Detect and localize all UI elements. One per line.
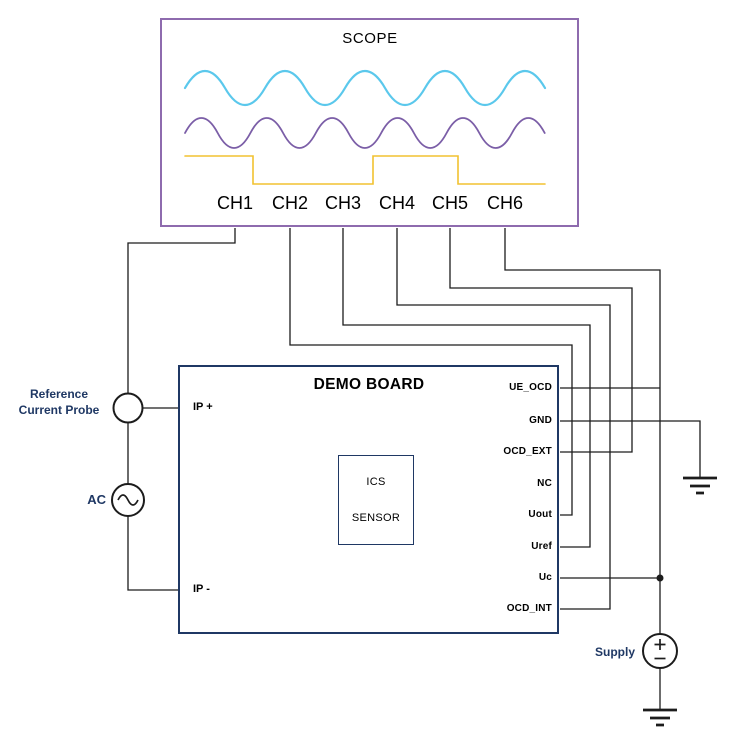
demo-board-title: DEMO BOARD [313,376,425,393]
channel-label-ch4: CH4 [378,193,415,213]
pin-label-ocd-ext: OCD_EXT [503,446,552,457]
reference-current-probe-label: Reference Current Probe [5,386,113,418]
channel-label-ch2: CH2 [271,193,308,213]
supply-label: Supply [594,645,635,659]
ics-sensor-box: ICS SENSOR [338,455,414,545]
wire-ch4-to-ocd-int [396,228,611,610]
ground-icon-supply [643,708,677,727]
pin-label-uref: Uref [531,541,552,552]
wire-ch3-to-uref [342,228,591,548]
scope-waveform-square-yellow [184,155,546,185]
wire-ch2-to-uout [289,228,573,516]
pin-label-ip-minus: IP - [193,583,210,595]
wire-gnd-to-ground [560,420,701,478]
probe-label-line2: Current Probe [18,403,100,417]
pin-label-uout: Uout [528,509,552,520]
ground-icon-top-right [683,476,717,495]
scope-waveform-sine-purple [184,117,546,149]
channel-label-ch1: CH1 [216,193,253,213]
wire-ch1-to-current-probe [127,228,236,394]
wire-ac-to-ip-minus [127,516,178,591]
ac-source-icon [111,483,145,517]
pin-label-ue-ocd: UE_OCD [509,382,552,393]
scope-waveform-sine-blue [183,70,547,106]
pin-label-gnd: GND [529,415,552,426]
channel-label-ch6: CH6 [486,193,523,213]
demo-board-box [178,365,559,634]
ac-source-label: AC [87,492,106,507]
supply-source-icon [642,633,678,669]
junction-dot [656,574,664,582]
sensor-label-line2: SENSOR [351,512,401,524]
channel-label-ch3: CH3 [324,193,361,213]
scope-box [160,18,579,227]
pin-label-ocd-int: OCD_INT [506,603,552,614]
probe-label-line1: Reference [29,387,89,401]
pin-label-ip-plus: IP + [193,401,213,413]
sensor-label-line1: ICS [366,476,386,488]
plus-sign-icon [654,639,666,650]
wire-ch6-to-supply-net [504,228,661,634]
pin-label-uc: Uc [538,572,552,583]
current-probe-icon [112,392,144,424]
pin-label-nc: NC [537,478,552,489]
scope-title: SCOPE [342,30,398,47]
channel-label-ch5: CH5 [431,193,468,213]
wire-ch5-to-ocd-ext [449,228,633,453]
